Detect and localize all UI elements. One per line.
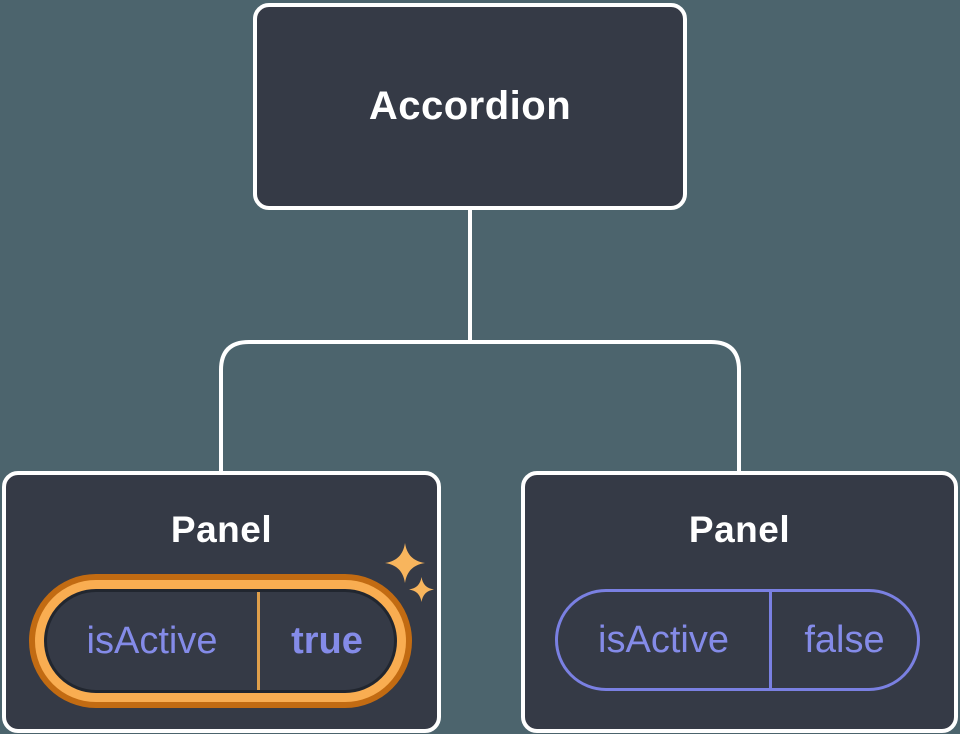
prop-value-label: true xyxy=(291,619,363,662)
pill-divider xyxy=(257,592,260,690)
sparkle-icon xyxy=(409,577,434,602)
prop-name-label: isActive xyxy=(598,618,729,661)
prop-name-label: isActive xyxy=(86,619,218,662)
prop-pill-active-highlighted: isActive true xyxy=(44,589,397,693)
children-bracket-line xyxy=(219,340,741,473)
accordion-node: Accordion xyxy=(253,3,687,210)
panel-title: Panel xyxy=(688,509,791,550)
panel-title: Panel xyxy=(170,509,273,550)
pill-divider xyxy=(769,592,772,688)
prop-value-label: false xyxy=(804,618,885,661)
prop-pill-inactive: isActive false xyxy=(555,589,920,691)
accordion-node-label: Accordion xyxy=(368,84,572,128)
sparkle-icon xyxy=(385,543,425,583)
